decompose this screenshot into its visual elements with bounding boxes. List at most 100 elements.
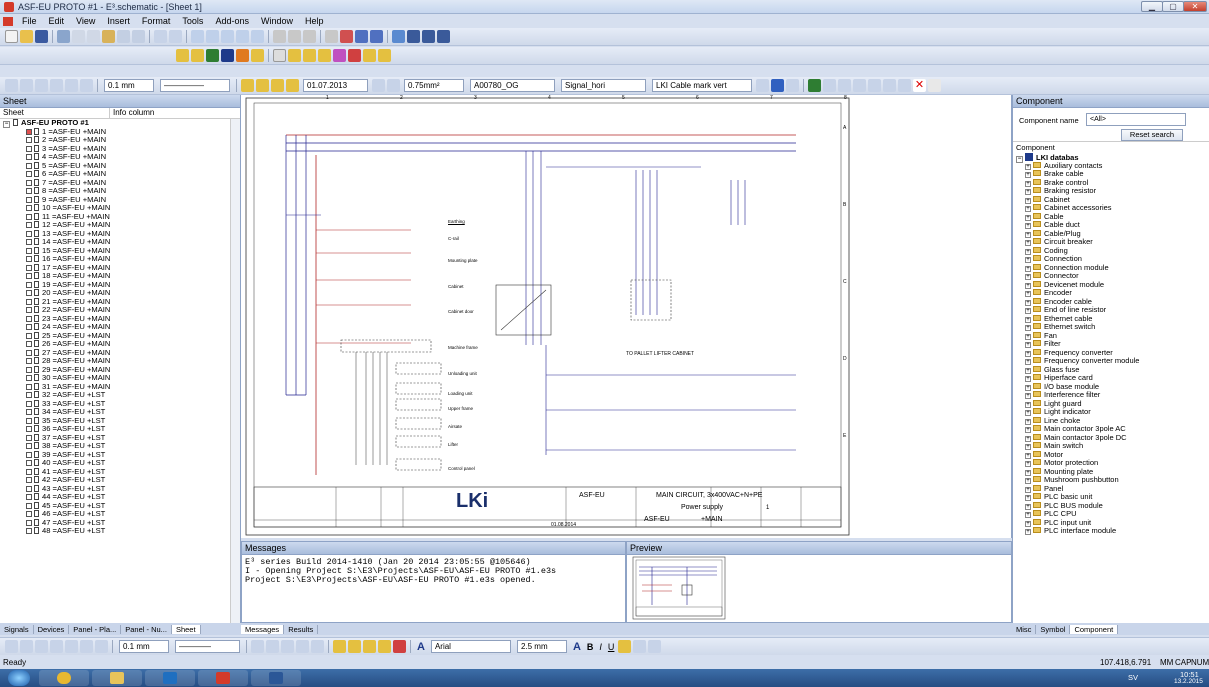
align-icon[interactable] xyxy=(251,640,264,653)
expand-icon[interactable]: + xyxy=(1025,163,1031,170)
checkbox-icon[interactable] xyxy=(26,171,32,177)
align-center-icon[interactable] xyxy=(633,640,647,653)
sheet-row[interactable]: 15 =ASF-EU +MAIN xyxy=(26,246,240,256)
tab-component[interactable]: Component xyxy=(1070,624,1119,634)
bold-icon[interactable]: B xyxy=(586,641,594,652)
checkbox-icon[interactable] xyxy=(26,222,32,228)
component-item[interactable]: +Encoder xyxy=(1013,288,1209,298)
font-select[interactable]: Arial xyxy=(430,640,511,653)
checkbox-icon[interactable] xyxy=(26,230,32,237)
component-item[interactable]: +Light indicator xyxy=(1013,407,1209,417)
tab-panel-pla[interactable]: Panel - Pla... xyxy=(69,624,122,634)
component-item[interactable]: +Connection xyxy=(1013,254,1209,264)
menu-tools[interactable]: Tools xyxy=(182,16,204,26)
crosshair-icon[interactable] xyxy=(898,79,911,92)
sheet-row[interactable]: 4 =ASF-EU +MAIN xyxy=(26,152,240,162)
view-11-icon[interactable] xyxy=(348,49,361,62)
component-item[interactable]: +Interference filter xyxy=(1013,390,1209,400)
component-item[interactable]: +Frequency converter xyxy=(1013,348,1209,358)
expand-icon[interactable]: + xyxy=(1025,376,1031,382)
checkbox-icon[interactable] xyxy=(26,400,32,407)
checkbox-icon[interactable] xyxy=(26,281,32,288)
checkbox-icon[interactable] xyxy=(26,417,32,424)
clock-time[interactable]: 10:51 xyxy=(1180,670,1199,679)
component-item[interactable]: +Main contactor 3pole AC xyxy=(1013,424,1209,434)
component-item[interactable]: +Motor protection xyxy=(1013,458,1209,468)
align5-icon[interactable] xyxy=(311,640,324,653)
component-item[interactable]: +PLC input unit xyxy=(1013,518,1209,528)
expand-icon[interactable]: + xyxy=(1025,248,1031,255)
text-tool4-icon[interactable] xyxy=(378,640,391,653)
checkbox-icon[interactable] xyxy=(26,528,32,534)
expand-icon[interactable]: + xyxy=(1025,410,1031,416)
sheet-row[interactable]: 45 =ASF-EU +LST xyxy=(26,501,240,511)
view-2-icon[interactable] xyxy=(191,49,204,62)
expand-icon[interactable]: + xyxy=(1025,393,1031,399)
sheet-row[interactable]: 41 =ASF-EU +LST xyxy=(26,467,240,477)
zoom-window-icon[interactable] xyxy=(236,30,249,43)
tab-sheet[interactable]: Sheet xyxy=(171,624,201,634)
checkbox-icon[interactable] xyxy=(26,179,32,186)
expand-icon[interactable]: + xyxy=(1025,367,1031,374)
wire2-icon[interactable] xyxy=(256,79,269,92)
checkbox-icon[interactable] xyxy=(26,409,32,415)
preview-thumbnail[interactable] xyxy=(627,555,1011,622)
line-style-select[interactable]: ――――― xyxy=(160,79,230,92)
view-13-icon[interactable] xyxy=(378,49,391,62)
save-icon[interactable] xyxy=(35,30,48,43)
sheet-row[interactable]: 32 =ASF-EU +LST xyxy=(26,390,240,400)
zoom-out-icon[interactable] xyxy=(206,30,219,43)
expand-icon[interactable]: + xyxy=(1025,316,1031,323)
pen-icon[interactable] xyxy=(370,30,383,43)
text-tool5-icon[interactable] xyxy=(393,640,406,653)
view-8-icon[interactable] xyxy=(303,49,316,62)
sheet-row[interactable]: 16 =ASF-EU +MAIN xyxy=(26,254,240,264)
expand-icon[interactable]: + xyxy=(1025,197,1031,204)
text-color-icon[interactable]: A xyxy=(572,640,581,653)
line-tool-icon[interactable] xyxy=(355,30,368,43)
device-icon[interactable] xyxy=(808,79,821,92)
checkbox-icon[interactable] xyxy=(26,477,32,483)
checkbox-icon[interactable] xyxy=(26,375,32,381)
expand-icon[interactable]: + xyxy=(1025,350,1031,357)
sheet-row[interactable]: 9 =ASF-EU +MAIN xyxy=(26,195,240,205)
expand-icon[interactable]: + xyxy=(1025,214,1031,221)
tab-messages[interactable]: Messages xyxy=(241,624,285,634)
view-7-icon[interactable] xyxy=(288,49,301,62)
sheet-row[interactable]: 5 =ASF-EU +MAIN xyxy=(26,161,240,171)
cut-icon[interactable] xyxy=(72,30,85,43)
component-item[interactable]: +PLC interface module xyxy=(1013,526,1209,536)
hand-icon[interactable] xyxy=(928,79,941,92)
sheet-row[interactable]: 31 =ASF-EU +MAIN xyxy=(26,382,240,392)
panel-icon[interactable] xyxy=(422,30,435,43)
sheet-row[interactable]: 12 =ASF-EU +MAIN xyxy=(26,220,240,230)
sheet-row[interactable]: 39 =ASF-EU +LST xyxy=(26,450,240,460)
checkbox-icon[interactable] xyxy=(26,315,32,322)
sheet-row[interactable]: 34 =ASF-EU +LST xyxy=(26,407,240,417)
view-6-icon[interactable] xyxy=(251,49,264,62)
grid-icon[interactable] xyxy=(273,30,286,43)
draw-rect-icon[interactable] xyxy=(35,640,48,653)
sheet-row[interactable]: 26 =ASF-EU +MAIN xyxy=(26,339,240,349)
minimize-button[interactable]: ▁ xyxy=(1141,1,1163,12)
align-right-icon[interactable] xyxy=(648,640,662,653)
draw-circle-icon[interactable] xyxy=(65,640,78,653)
sheet-row[interactable]: 47 =ASF-EU +LST xyxy=(26,518,240,528)
sheet-row[interactable]: 21 =ASF-EU +MAIN xyxy=(26,297,240,307)
expand-icon[interactable]: + xyxy=(1025,333,1031,340)
checkbox-icon[interactable] xyxy=(26,213,32,220)
expand-icon[interactable]: + xyxy=(1025,478,1031,484)
sheet-row[interactable]: 48 =ASF-EU +LST xyxy=(26,526,240,536)
component-item[interactable]: +Auxiliary contacts xyxy=(1013,161,1209,171)
component-item[interactable]: +Main switch xyxy=(1013,441,1209,451)
open-icon[interactable] xyxy=(20,30,33,43)
component-item[interactable]: +Encoder cable xyxy=(1013,297,1209,307)
layout-icon[interactable] xyxy=(407,30,420,43)
align3-icon[interactable] xyxy=(281,640,294,653)
checkbox-icon[interactable] xyxy=(26,494,32,500)
clock-date[interactable]: 13.2.2015 xyxy=(1174,678,1203,685)
close-button[interactable]: ✕ xyxy=(1183,1,1207,12)
expand-icon[interactable]: + xyxy=(1025,529,1031,535)
component-item[interactable]: +PLC basic unit xyxy=(1013,492,1209,502)
component-item[interactable]: +Cabinet xyxy=(1013,195,1209,205)
